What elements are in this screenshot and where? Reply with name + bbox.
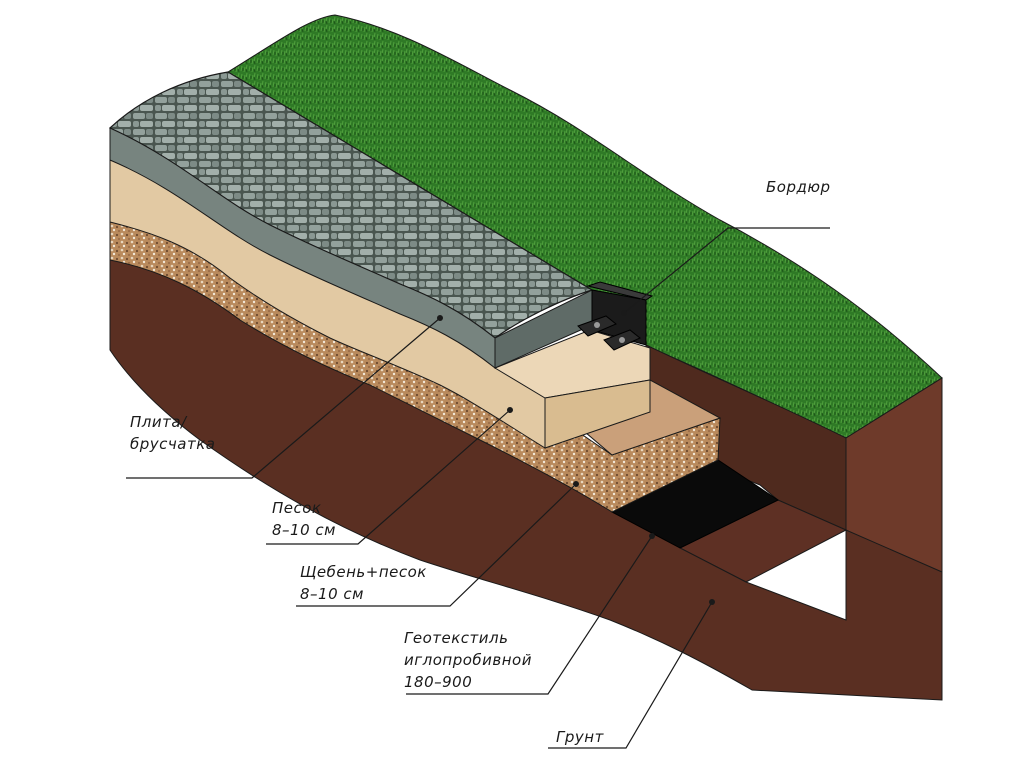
label-geotextile-line3: 180–900	[404, 673, 473, 691]
sand-step-front	[544, 379, 651, 449]
label-sand-line2: 8–10 см	[272, 521, 336, 539]
leader-tile	[126, 315, 443, 479]
curb-fastener-2	[603, 329, 641, 351]
label-geotextile-line1: Геотекстиль	[404, 629, 509, 647]
label-gravel-line1: Щебень+песок	[300, 563, 427, 581]
label-geotextile-line2: иглопробивной	[404, 651, 532, 669]
leader-curb	[621, 227, 830, 316]
leader-geotextile	[406, 533, 655, 695]
label-tile-line1: Плита/	[130, 413, 187, 431]
leader-gravel	[296, 481, 579, 607]
leader-sand	[266, 407, 513, 545]
leader-soil	[548, 599, 715, 749]
label-soil: Грунт	[556, 728, 604, 746]
curb-top	[586, 281, 654, 301]
label-sand-line1: Песок	[272, 499, 322, 517]
label-gravel-line2: 8–10 см	[300, 585, 364, 603]
label-tile-line2: брусчатка	[130, 435, 216, 453]
curb-body	[591, 289, 647, 346]
label-curb: Бордюр	[766, 178, 831, 196]
curb-fastener-1	[577, 315, 617, 337]
